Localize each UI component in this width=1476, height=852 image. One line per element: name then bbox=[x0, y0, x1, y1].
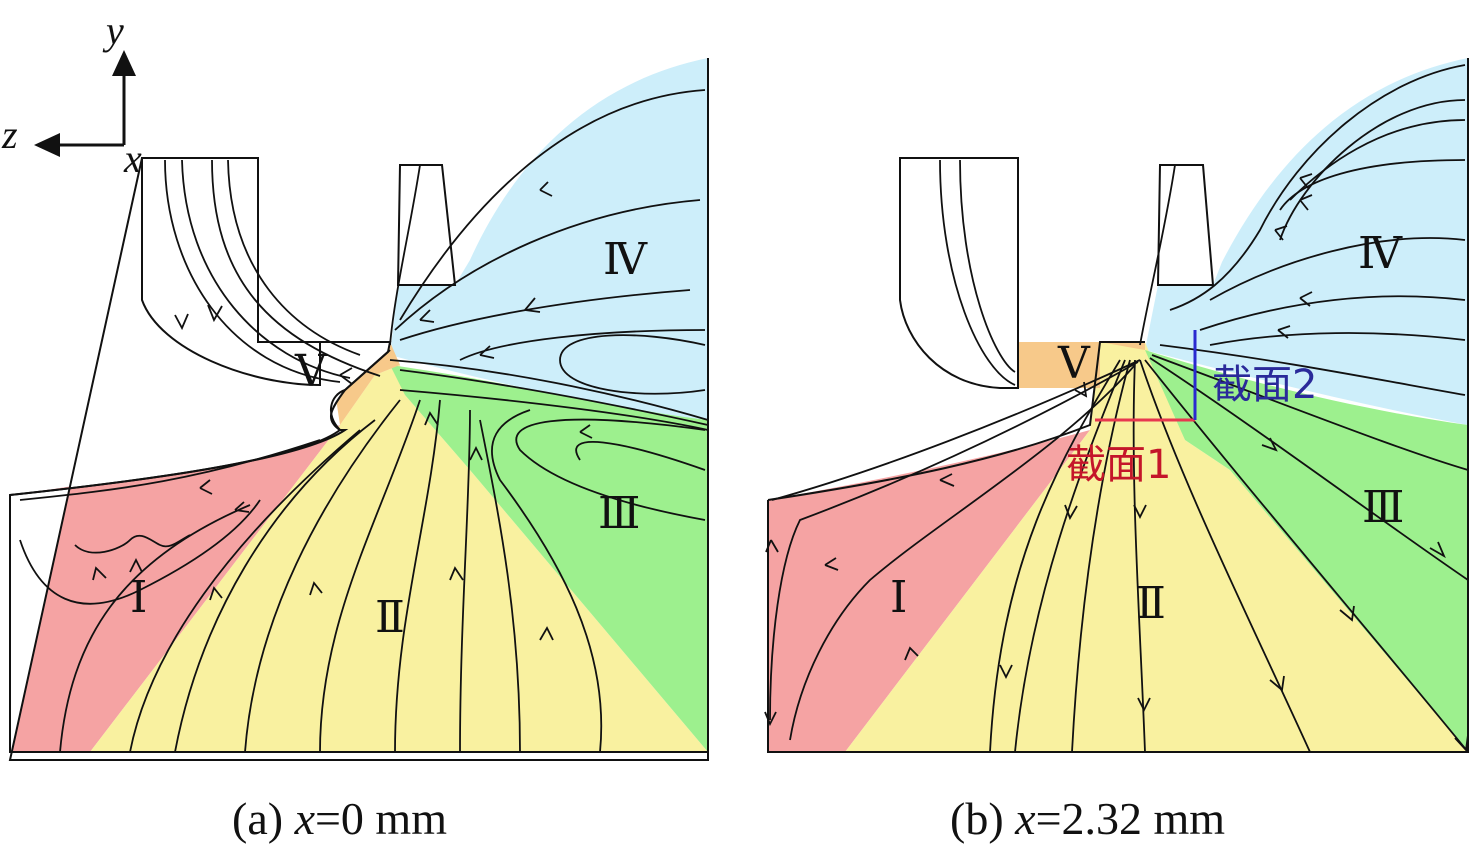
panel-a-zone-III-label: Ⅲ bbox=[598, 489, 640, 538]
panel-a-zone-II-label: Ⅱ bbox=[375, 593, 405, 642]
y-axis-arrow-icon bbox=[112, 50, 136, 76]
domain-outer-boundary bbox=[9, 58, 709, 753]
panel-a: Ⅰ Ⅱ Ⅲ Ⅳ Ⅴ (a) x=0 mm bbox=[8, 58, 709, 844]
z-axis-label: z bbox=[1, 112, 18, 157]
section-1-label: 截面1 bbox=[1066, 442, 1171, 488]
y-axis-label: y bbox=[102, 8, 124, 53]
panel-b-arrowheads bbox=[764, 173, 1469, 753]
zone-IV-region bbox=[390, 58, 708, 420]
zone-I-region bbox=[10, 425, 340, 752]
panel-b-caption: (b) x=2.32 mm bbox=[950, 793, 1225, 844]
panel-a-zone-IV-label: Ⅳ bbox=[603, 235, 648, 284]
left-inlet-channel bbox=[141, 157, 321, 387]
section-2-label: 截面2 bbox=[1212, 362, 1317, 408]
axes-indicator: y z x bbox=[1, 8, 142, 181]
panel-b-zone-IV-label: Ⅳ bbox=[1358, 229, 1403, 278]
zone-III-region bbox=[1145, 350, 1468, 752]
panel-a-streamlines bbox=[19, 89, 709, 753]
panel-b-streamlines bbox=[769, 64, 1469, 753]
panel-a-arrowheads bbox=[92, 181, 593, 641]
panel-b-zone-II-label: Ⅱ bbox=[1136, 579, 1166, 628]
panel-b: 截面1 截面2 Ⅰ Ⅱ Ⅲ Ⅳ Ⅴ (b) x=2.32 mm bbox=[764, 58, 1469, 844]
panel-a-caption: (a) x=0 mm bbox=[232, 793, 447, 844]
panel-a-zone-V-label: Ⅴ bbox=[294, 347, 328, 396]
right-blade bbox=[1156, 164, 1215, 286]
right-blade bbox=[396, 164, 457, 286]
zone-II-region bbox=[90, 365, 708, 752]
z-axis-arrow-icon bbox=[34, 133, 60, 157]
panel-b-zone-I-label: Ⅰ bbox=[890, 573, 907, 622]
panel-a-zone-I-label: Ⅰ bbox=[130, 573, 147, 622]
domain-outer-boundary bbox=[767, 58, 1469, 753]
x-axis-label: x bbox=[123, 136, 142, 181]
panel-b-zone-V-label: Ⅴ bbox=[1057, 339, 1091, 388]
panel-b-zone-III-label: Ⅲ bbox=[1362, 483, 1404, 532]
zone-I-region bbox=[768, 430, 1090, 752]
zone-V-region bbox=[1018, 342, 1145, 388]
